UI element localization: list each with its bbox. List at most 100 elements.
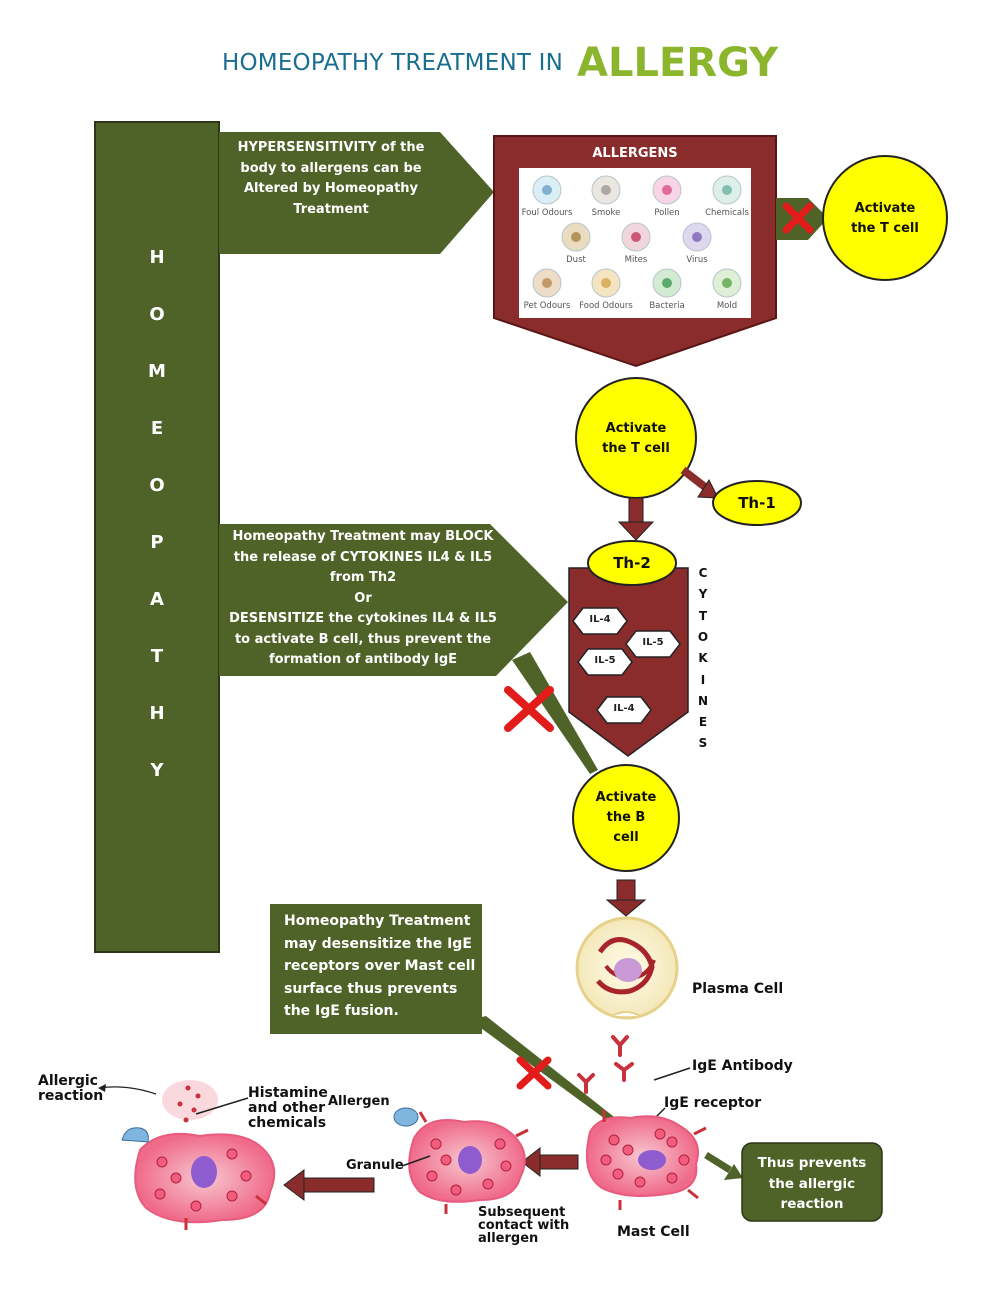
arrow1-line: Altered by Homeopathy (243, 181, 419, 196)
virus-icon-glyph (692, 232, 702, 242)
sidebar-letter: T (150, 646, 164, 667)
cytokines-letter: C (698, 566, 708, 580)
sidebar-letter: O (149, 304, 165, 325)
allergen-item-label: Pet Odours (523, 301, 571, 311)
title-part2: ALLERGY (577, 40, 778, 86)
t-cell-line1: Activate (605, 421, 667, 436)
arrow2-line: DESENSITIZE the cytokines IL4 & IL5 (229, 611, 497, 626)
mast-cell-left (121, 1080, 276, 1230)
cytokines-letter: K (698, 651, 708, 666)
cigarette-icon-glyph (601, 185, 611, 195)
allergic-reaction-label: Allergic reaction (38, 1074, 103, 1104)
arrow-to-th1 (680, 466, 719, 499)
prevents-line: the allergic (768, 1175, 856, 1192)
sidebar-letter: M (148, 361, 166, 382)
histamine-line: Histamine (248, 1085, 328, 1101)
plasma-cell-label: Plasma Cell (692, 981, 784, 997)
bacteria-icon-glyph (662, 278, 672, 288)
cytokines-letter: O (697, 629, 709, 644)
prevents-line: Thus prevents (757, 1155, 867, 1171)
th1-label: Th-1 (738, 494, 776, 512)
t-cell-line2: the T cell (602, 441, 670, 456)
hex-il5-2 (577, 648, 633, 676)
th2-oval (587, 540, 677, 586)
b-cell-circle (572, 764, 680, 872)
allergens-title: ALLERGENS (592, 146, 678, 161)
arrow2-text: Homeopathy Treatment may BLOCK the relea… (222, 527, 504, 671)
b-cell-text: Activate the B cell (576, 788, 676, 848)
arrow2-line: Or (354, 590, 372, 606)
mast-cell-middle (393, 1107, 529, 1214)
red-x-block-2 (504, 686, 554, 732)
allergen-item-label: Chemicals (705, 208, 749, 218)
th1-oval (712, 480, 802, 526)
arrow-to-prevents (704, 1152, 743, 1180)
allergen-item-label: Food Odours (579, 301, 633, 311)
sidebar-letter: P (150, 532, 164, 553)
blocked-t-line1: Activate (854, 201, 916, 216)
arrow-block-cytokines (219, 524, 568, 676)
allergic-reaction-pointer-head (98, 1084, 106, 1092)
allergic-reaction-line: Allergic (38, 1073, 98, 1089)
arrow3-line: Homeopathy Treatment (284, 913, 471, 929)
arrow3-line: surface thus prevents (284, 980, 458, 997)
prevents-line: reaction (780, 1196, 844, 1212)
sidebar-letter: E (150, 418, 164, 439)
blocked-t-cell-text: Activate the T cell (835, 199, 935, 239)
allergen-item-label: Mold (716, 301, 738, 311)
dust-icon-glyph (571, 232, 581, 242)
allergen-item-label: Dust (566, 255, 586, 265)
hex-label: IL-5 (642, 637, 664, 648)
arrow-middle-to-left (283, 1169, 375, 1201)
t-cell-text: Activate the T cell (586, 419, 686, 459)
b-cell-line2: the B (606, 810, 646, 825)
arrow1-line: body to allergens can be (240, 160, 422, 176)
histamine-label: Histamine and other chemicals (248, 1086, 328, 1131)
allergen-item-label: Bacteria (649, 301, 685, 311)
arrow3-line: receptors over Mast cell (284, 958, 476, 974)
histamine-line: and other (248, 1100, 325, 1116)
mite-icon-glyph (631, 232, 641, 242)
allergen-item-label: Smoke (591, 208, 621, 218)
arrow1-line: Treatment (293, 201, 369, 217)
subsequent-contact-label: Subsequent contact with allergen (478, 1206, 569, 1245)
mold-icon-glyph (722, 278, 732, 288)
sidebar-letter: Y (150, 760, 164, 781)
hex-label: IL-5 (594, 655, 616, 666)
arrow-t-to-th2 (617, 497, 655, 541)
cytokines-letter: N (697, 693, 709, 708)
hex-il4-1 (572, 607, 628, 635)
allergen-icons (532, 175, 742, 298)
ige-antibodies (577, 1035, 634, 1094)
blocked-t-cell-circle (822, 155, 948, 281)
arrow2-line: the release of CYTOKINES IL4 & IL5 (233, 549, 493, 565)
allergen-item-label: Mites (624, 255, 648, 265)
arrow-desensitize-ige-tail (470, 1016, 618, 1124)
subsequent-line: Subsequent (478, 1205, 566, 1220)
arrow3-line: the IgE fusion. (284, 1003, 399, 1019)
ige-antibody-label: IgE Antibody (692, 1058, 793, 1074)
hex-il5-1 (625, 630, 681, 658)
dog-icon-glyph (542, 278, 552, 288)
histamine-pointer (195, 1097, 249, 1115)
fish-icon-glyph (542, 185, 552, 195)
sidebar-letter: H (149, 703, 165, 724)
hex-il4-2 (596, 696, 652, 724)
mast-cell-right (585, 1110, 707, 1210)
arrow3-line: may desensitize the IgE (284, 935, 472, 952)
sidebar-letter: H (149, 247, 165, 268)
hex-label: IL-4 (613, 703, 635, 714)
homeopathy-sidebar (94, 121, 220, 953)
arrow-hypersensitivity (219, 132, 494, 254)
ige-receptor-label: IgE receptor (664, 1095, 762, 1111)
bowl-icon-glyph (601, 278, 611, 288)
sidebar-letter: O (149, 475, 165, 496)
flower-icon-glyph (662, 185, 672, 195)
allergen-item-label: Foul Odours (521, 208, 573, 218)
arrow-desensitize-ige (219, 848, 482, 1034)
allergen-item-label: Virus (686, 255, 708, 265)
arrow2-line: formation of antibody IgE (268, 652, 458, 667)
histamine-line: chemicals (248, 1115, 327, 1131)
